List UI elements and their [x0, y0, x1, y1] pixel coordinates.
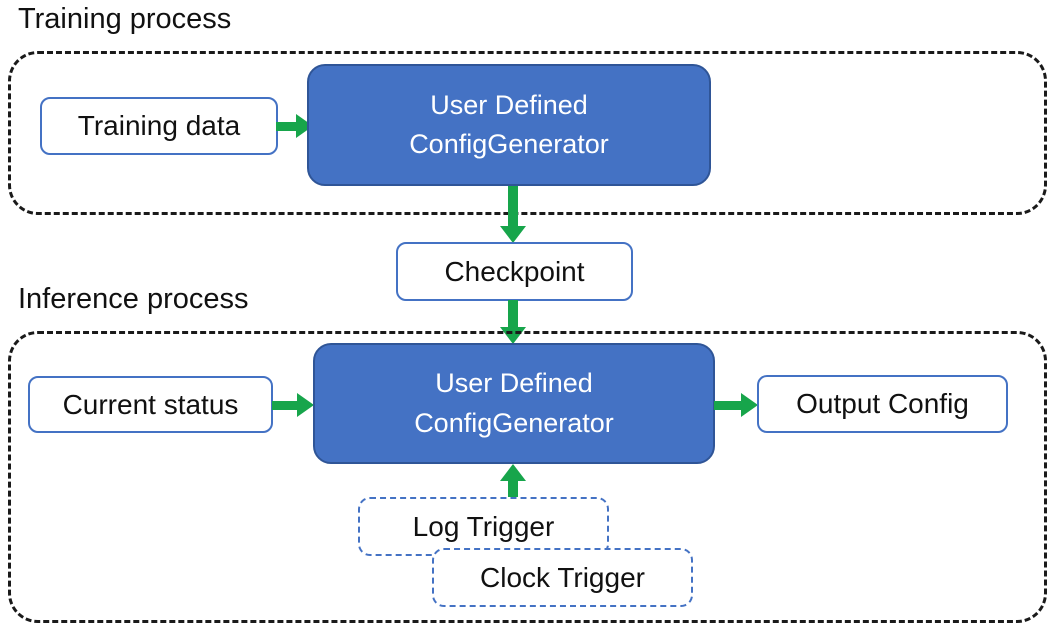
arrow-head-up-icon	[500, 464, 526, 481]
training-process-title: Training process	[18, 3, 232, 35]
arrow-head-right-icon	[741, 393, 758, 417]
training-data-box: Training data	[40, 97, 278, 155]
training-process-container	[8, 51, 1047, 215]
inference-config-generator-box: User Defined ConfigGenerator	[313, 343, 715, 464]
arrow-shaft	[714, 400, 741, 410]
inference-process-container	[8, 331, 1047, 623]
arrow-shaft	[508, 186, 518, 226]
arrow-shaft	[272, 400, 297, 410]
inference-process-title: Inference process	[18, 283, 249, 315]
checkpoint-box: Checkpoint	[396, 242, 633, 301]
arrow-head-down-icon	[500, 226, 526, 243]
clock-trigger-box: Clock Trigger	[432, 548, 693, 607]
output-config-box: Output Config	[757, 375, 1008, 433]
log-trigger-box: Log Trigger	[358, 497, 609, 556]
arrow-shaft	[508, 481, 518, 498]
arrow-current-status-to-generator	[272, 393, 314, 417]
arrow-generator-to-output-config	[714, 393, 758, 417]
arrow-shaft	[508, 300, 518, 327]
current-status-box: Current status	[28, 376, 273, 433]
training-config-generator-box: User Defined ConfigGenerator	[307, 64, 711, 186]
arrow-shaft	[276, 121, 296, 131]
arrow-head-right-icon	[297, 393, 314, 417]
arrow-triggers-to-generator	[500, 464, 526, 498]
arrow-generator-to-checkpoint	[500, 186, 526, 243]
